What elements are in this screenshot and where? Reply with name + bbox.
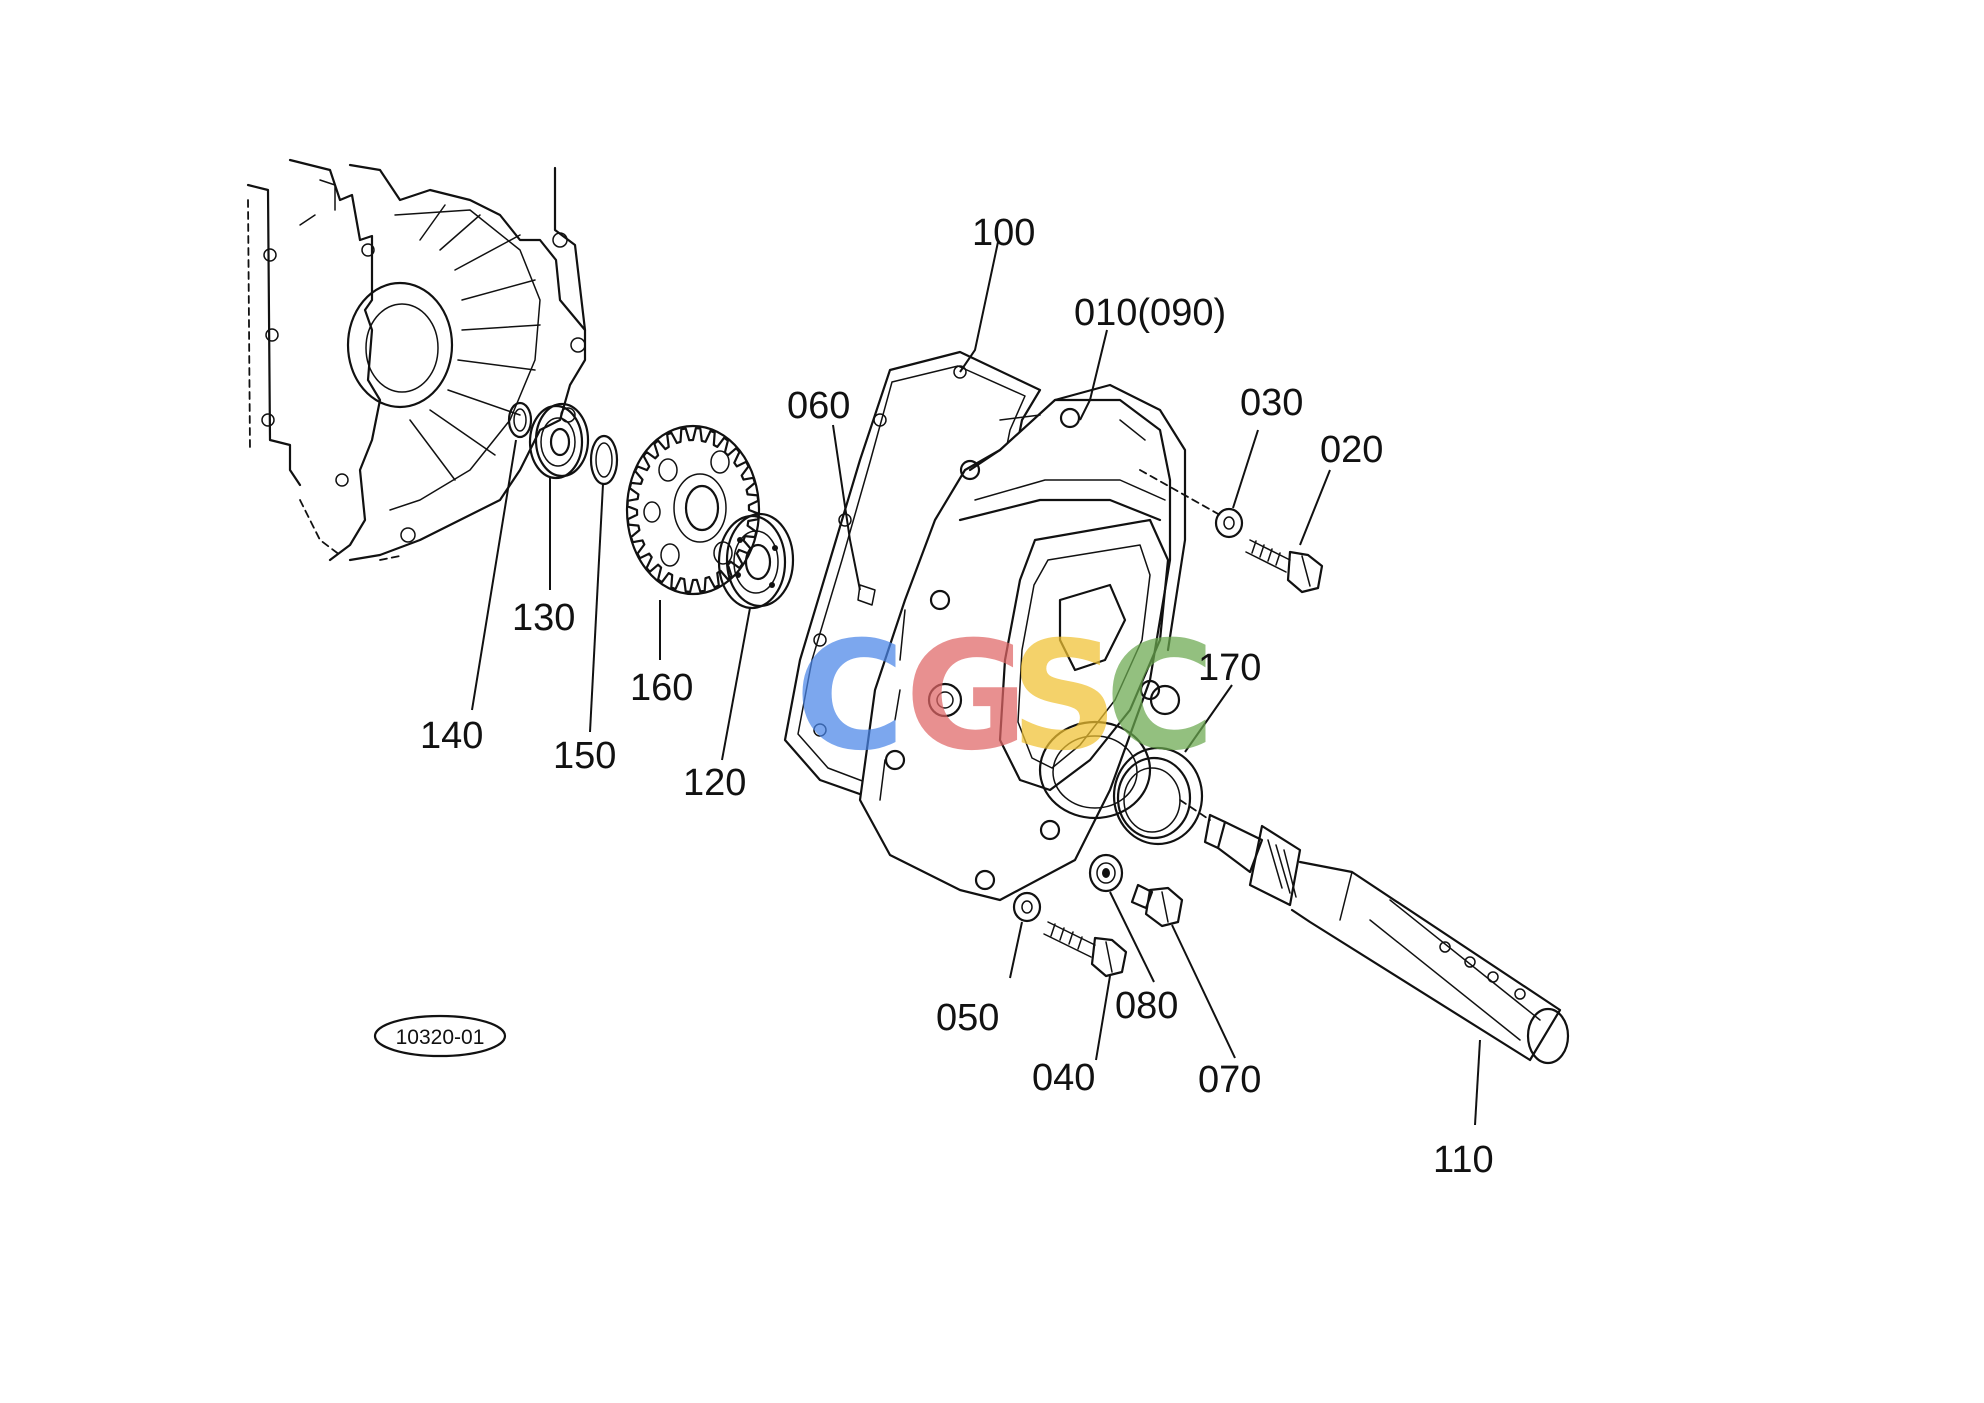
part-040-bolt <box>1043 921 1128 978</box>
part-110-shaft <box>1179 799 1570 1065</box>
reference-number-badge: 10320-01 <box>373 1014 507 1058</box>
callout-080: 080 <box>1115 985 1178 1027</box>
callout-130: 130 <box>512 597 575 639</box>
transmission-housing <box>246 158 587 562</box>
part-130-bearing <box>528 402 590 480</box>
callout-040: 040 <box>1032 1057 1095 1099</box>
watermark-letter-3: S <box>1010 610 1118 784</box>
watermark: C G S C <box>795 610 1215 784</box>
part-120-bearing <box>717 512 795 610</box>
callout-160: 160 <box>630 667 693 709</box>
callout-110: 110 <box>1433 1139 1494 1181</box>
callout-170: 170 <box>1198 647 1261 689</box>
callout-070: 070 <box>1198 1059 1261 1101</box>
part-030-washer <box>1214 507 1244 539</box>
callout-100: 100 <box>972 212 1035 254</box>
callout-060: 060 <box>787 385 850 427</box>
part-140-snap-ring <box>507 401 533 439</box>
callout-020: 020 <box>1320 429 1383 471</box>
callout-050: 050 <box>936 997 999 1039</box>
callout-150: 150 <box>553 735 616 777</box>
watermark-letter-1: C <box>795 610 905 784</box>
reference-number: 10320-01 <box>396 1026 485 1049</box>
leader-lines <box>471 241 1481 1126</box>
part-070-plug <box>1130 883 1184 928</box>
part-050-washer <box>1012 891 1042 923</box>
callout-labels: 100 010(090) 060 030 020 130 160 140 150… <box>420 212 1494 1181</box>
part-150-snap-ring <box>589 434 619 486</box>
part-020-bolt <box>1139 469 1324 594</box>
callout-010: 010(090) <box>1074 292 1226 334</box>
part-170-oil-seal <box>1112 746 1204 846</box>
callout-030: 030 <box>1240 382 1303 424</box>
callout-120: 120 <box>683 762 746 804</box>
watermark-letter-4: C <box>1105 610 1215 784</box>
part-100-cover <box>857 383 1187 902</box>
watermark-letter-2: G <box>905 610 1028 784</box>
callout-140: 140 <box>420 715 483 757</box>
part-080-washer <box>1088 853 1124 893</box>
part-160-gear <box>625 424 761 596</box>
